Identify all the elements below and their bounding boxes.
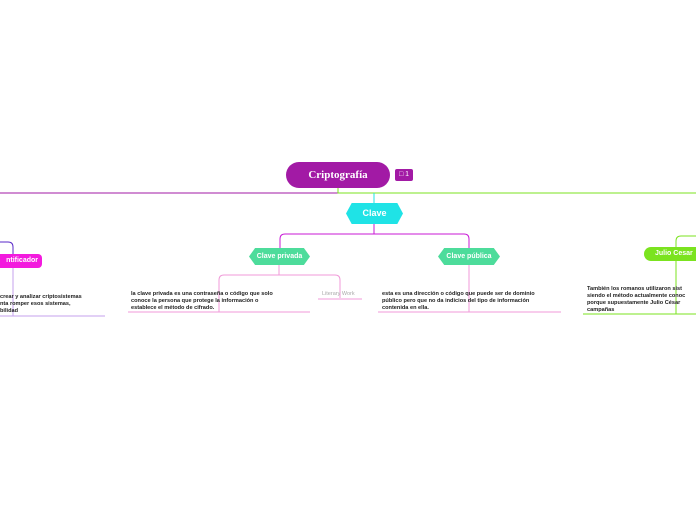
- topic-julio-cesar[interactable]: Julio Cesar: [644, 247, 696, 261]
- comment-badge[interactable]: □ 1: [395, 169, 413, 181]
- text-clave-privada[interactable]: la clave privada es una contraseña o cód…: [131, 291, 273, 311]
- text-clave-publica[interactable]: esta es una dirección o código que puede…: [382, 291, 535, 311]
- topic-identificador[interactable]: ntificador: [0, 254, 42, 268]
- topic-clave[interactable]: Clave: [346, 203, 403, 224]
- comment-count: 1: [405, 171, 410, 178]
- literary-work-label[interactable]: Literary Work: [322, 291, 355, 297]
- text-left-branch[interactable]: crear y analizar criptosistemas nta romp…: [0, 294, 82, 314]
- text-julio-cesar[interactable]: También los romanos utilizaron sist sien…: [587, 286, 686, 313]
- topic-clave-publica[interactable]: Clave pública: [438, 248, 500, 265]
- comment-icon: □: [398, 171, 404, 178]
- topic-clave-privada[interactable]: Clave privada: [249, 248, 310, 265]
- central-topic-criptografia[interactable]: Criptografía: [286, 162, 390, 188]
